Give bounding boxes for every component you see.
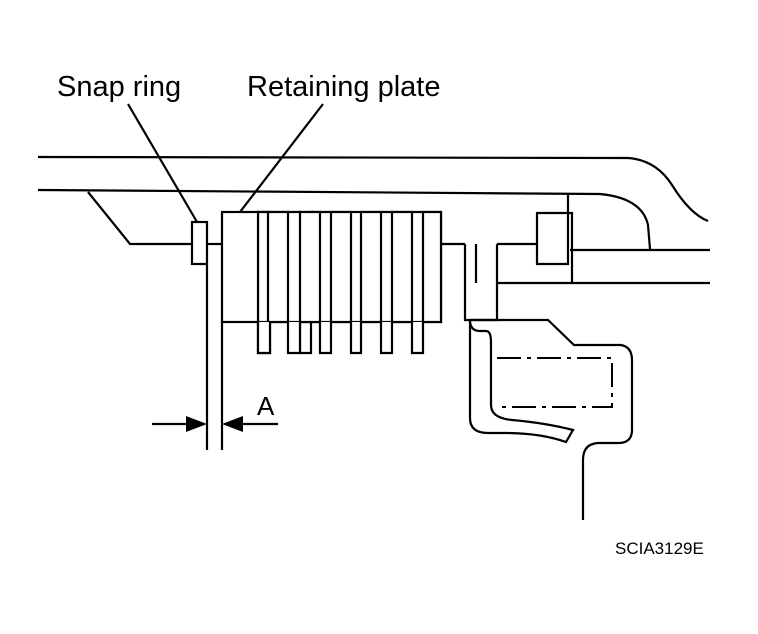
piston xyxy=(468,319,613,444)
dish-plate xyxy=(463,244,634,520)
clutch-drum xyxy=(37,155,710,285)
retaining-plate-label: Retaining plate xyxy=(247,71,441,103)
dimension-a xyxy=(152,264,278,450)
clutch-plates xyxy=(256,210,443,355)
retainer-block xyxy=(535,211,570,266)
dimension-a-label: A xyxy=(257,391,275,421)
snap-ring-leader xyxy=(127,103,198,223)
snap-ring-label: Snap ring xyxy=(57,71,182,103)
figure-code: SCIA3129E xyxy=(615,539,704,558)
snap-ring xyxy=(190,220,209,266)
retaining-plate-leader xyxy=(239,103,324,213)
retaining-plate xyxy=(220,210,260,324)
